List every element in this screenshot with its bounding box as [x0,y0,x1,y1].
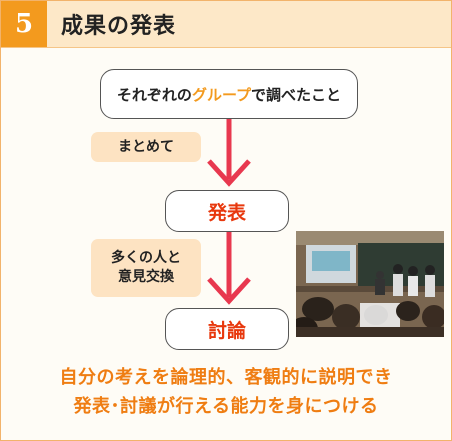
discussion-node: 討論 [165,308,289,350]
section-title: 成果の発表 [61,14,177,39]
section-number: 5 [1,1,47,47]
research-suffix: で調べたこと [251,85,342,104]
summarize-tag: まとめて [91,132,201,162]
classroom-photo [296,231,444,337]
goal-line-2: 発表･討議が行える能力を身につける [73,396,379,417]
arrow-down-icon [207,119,251,187]
arrow-down-icon [207,232,251,305]
flow-arrows [207,119,251,305]
research-accent: グループ [191,85,252,104]
exchange-tag-line2: 意見交換 [118,269,174,285]
exchange-tag-line1: 多くの人と [111,250,181,267]
research-prefix: それぞれの [116,85,192,104]
goal-line-1: 自分の考えを論理的、客観的に説明でき [59,367,393,388]
section-header: 5 成果の発表 [1,1,451,48]
research-node: それぞれの グループ で調べたこと [100,69,358,119]
presentation-node: 発表 [165,190,289,232]
exchange-tag: 多くの人と 意見交換 [91,239,201,297]
goal-text: 自分の考えを論理的、客観的に説明でき 発表･討議が行える能力を身につける [1,363,451,421]
